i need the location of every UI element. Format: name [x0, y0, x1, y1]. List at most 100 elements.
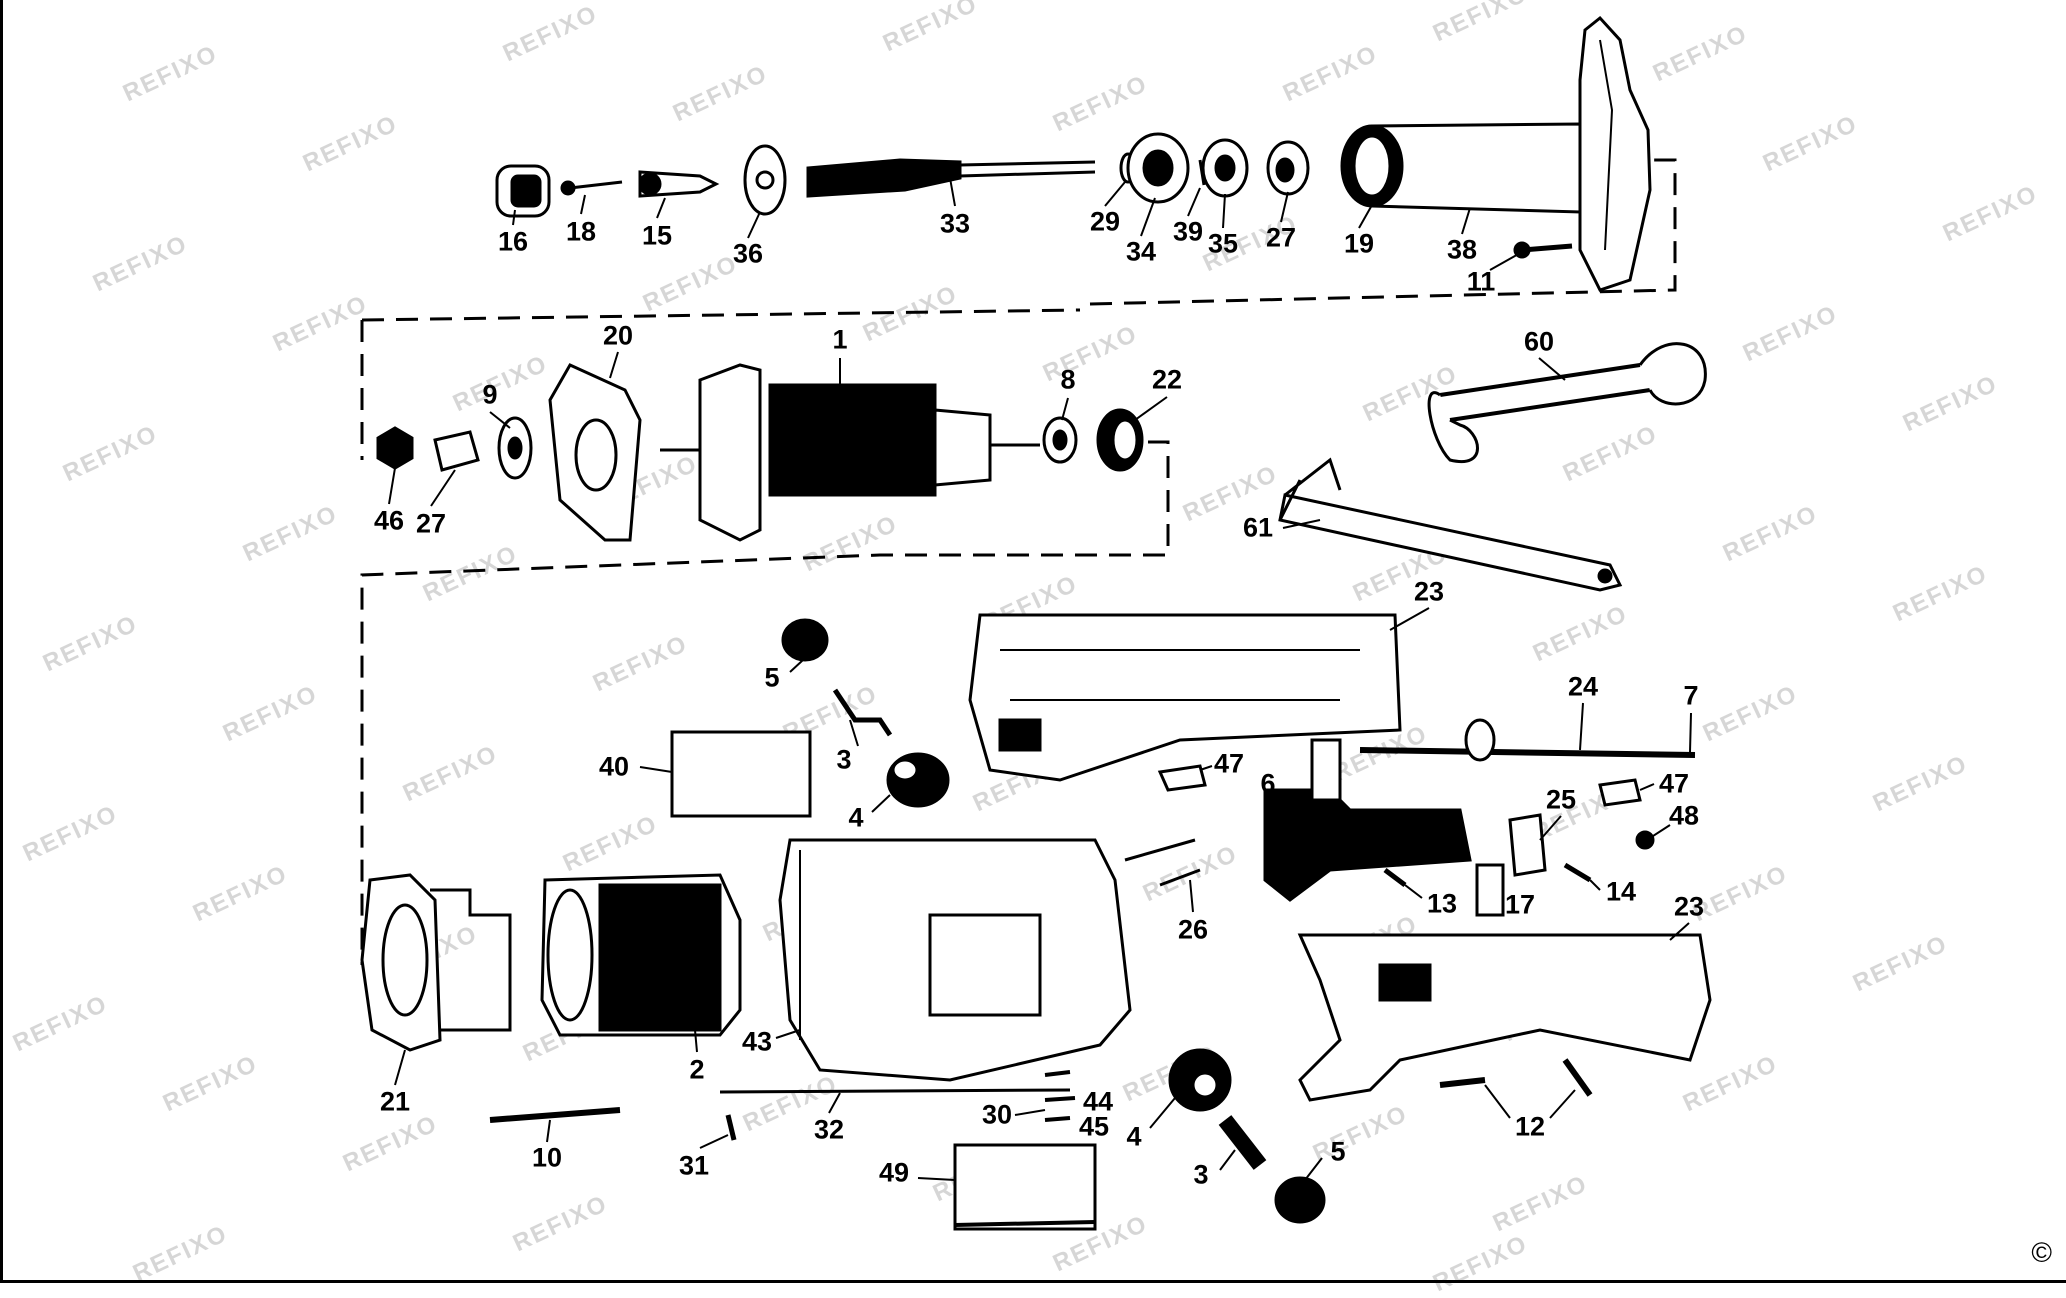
part-23-handle-upper: [968, 613, 1402, 782]
part-21-end-cap: [360, 873, 512, 1052]
callout-33: 33: [939, 208, 971, 239]
part-3-lever: [832, 688, 893, 737]
callout-4: 4: [1126, 1121, 1142, 1152]
part-60-wrench: [1427, 342, 1707, 464]
callout-30: 30: [981, 1099, 1013, 1130]
part-31-screw: [725, 1114, 737, 1141]
callout-25: 25: [1545, 784, 1577, 815]
part-5-knob: [781, 618, 829, 662]
callout-19: 19: [1343, 228, 1375, 259]
part-26-spring: [1124, 838, 1201, 887]
callout-12: 12: [1514, 1111, 1546, 1142]
part-27-bush-small: [433, 430, 480, 472]
part-9-bearing: [497, 416, 533, 480]
part-24-cable-7-sleeve: [1359, 718, 1696, 762]
callout-38: 38: [1446, 234, 1478, 265]
callout-13: 13: [1426, 888, 1458, 919]
part-22-bush: [1096, 408, 1144, 472]
callout-9: 9: [482, 379, 498, 410]
callout-3: 3: [836, 744, 852, 775]
callout-16: 16: [497, 226, 529, 257]
callout-1: 1: [832, 324, 848, 355]
part-16-nut: [495, 164, 551, 218]
callout-46: 46: [373, 505, 405, 536]
part-4-switch: [886, 752, 950, 808]
callout-14: 14: [1605, 876, 1637, 907]
callout-48: 48: [1668, 800, 1700, 831]
callout-36: 36: [732, 238, 764, 269]
part-34-bearing: [1126, 132, 1190, 204]
part-19-38-gear-head: [1340, 15, 1652, 292]
part-49-label: [953, 1143, 1097, 1231]
part-14-screw: [1563, 862, 1592, 883]
part-5-knob-lower: [1274, 1176, 1326, 1224]
part-2-field-coil: [540, 873, 742, 1037]
callout-23: 23: [1413, 576, 1445, 607]
part-32-rod: [719, 1088, 1071, 1094]
callout-61: 61: [1242, 512, 1274, 543]
part-12-screws: [1439, 1058, 1593, 1097]
callout-21: 21: [379, 1086, 411, 1117]
part-17-plate: [1475, 863, 1505, 917]
part-13-screw: [1383, 868, 1407, 887]
callout-49: 49: [878, 1157, 910, 1188]
callout-24: 24: [1567, 671, 1599, 702]
callout-60: 60: [1523, 326, 1555, 357]
callout-35: 35: [1207, 228, 1239, 259]
callout-7: 7: [1683, 680, 1699, 711]
callout-31: 31: [678, 1150, 710, 1181]
part-36-flange: [743, 144, 787, 216]
part-48-screw: [1635, 830, 1655, 850]
callout-3: 3: [1193, 1159, 1209, 1190]
copyright-mark: ©: [2031, 1237, 2052, 1268]
part-23-handle-lower: [1297, 933, 1712, 1102]
part-8-bearing: [1042, 416, 1078, 464]
callout-5: 5: [1330, 1136, 1346, 1167]
callout-23: 23: [1673, 891, 1705, 922]
callout-6: 6: [1260, 768, 1276, 799]
part-3-lever-lower: [1218, 1115, 1267, 1170]
part-6-switch-unit: [1263, 738, 1472, 902]
part-47-clip: [1157, 764, 1642, 807]
callout-15: 15: [641, 220, 673, 251]
callout-22: 22: [1151, 364, 1183, 395]
part-20-baffle: [548, 363, 642, 542]
part-40-label: [670, 730, 812, 818]
callout-29: 29: [1089, 206, 1121, 237]
callout-34: 34: [1125, 236, 1157, 267]
callout-27: 27: [1265, 222, 1297, 253]
leader-lines: [388, 177, 1692, 1181]
callout-45: 45: [1078, 1111, 1110, 1142]
callout-39: 39: [1172, 216, 1204, 247]
callout-44: 44: [1082, 1086, 1114, 1117]
part-1-armature: [660, 363, 1040, 542]
part-33-spindle: [806, 158, 1096, 198]
part-46-brush-cap: [376, 426, 414, 470]
callout-47: 47: [1658, 768, 1690, 799]
callout-18: 18: [565, 216, 597, 247]
part-43-motor-housing: [778, 838, 1132, 1082]
callout-17: 17: [1504, 889, 1536, 920]
callout-40: 40: [598, 751, 630, 782]
callout-43: 43: [741, 1026, 773, 1057]
part-10-tie-rod: [489, 1107, 621, 1123]
assembly-guide-lines: [360, 158, 1677, 965]
callout-5: 5: [764, 662, 780, 693]
callout-11: 11: [1466, 266, 1496, 297]
part-18-pin: [560, 180, 623, 196]
callout-47: 47: [1213, 748, 1245, 779]
part-30-44-45-clamp: [1044, 1070, 1076, 1122]
part-61-pin-spanner: [1278, 457, 1623, 592]
callout-2: 2: [689, 1054, 705, 1085]
callout-8: 8: [1060, 364, 1076, 395]
callout-27: 27: [415, 508, 447, 539]
callout-32: 32: [813, 1114, 845, 1145]
callout-10: 10: [531, 1142, 563, 1173]
part-25-clamp: [1508, 813, 1547, 877]
part-15-collet: [638, 170, 720, 198]
callout-26: 26: [1177, 914, 1209, 945]
part-4-switch-lower: [1168, 1048, 1232, 1112]
